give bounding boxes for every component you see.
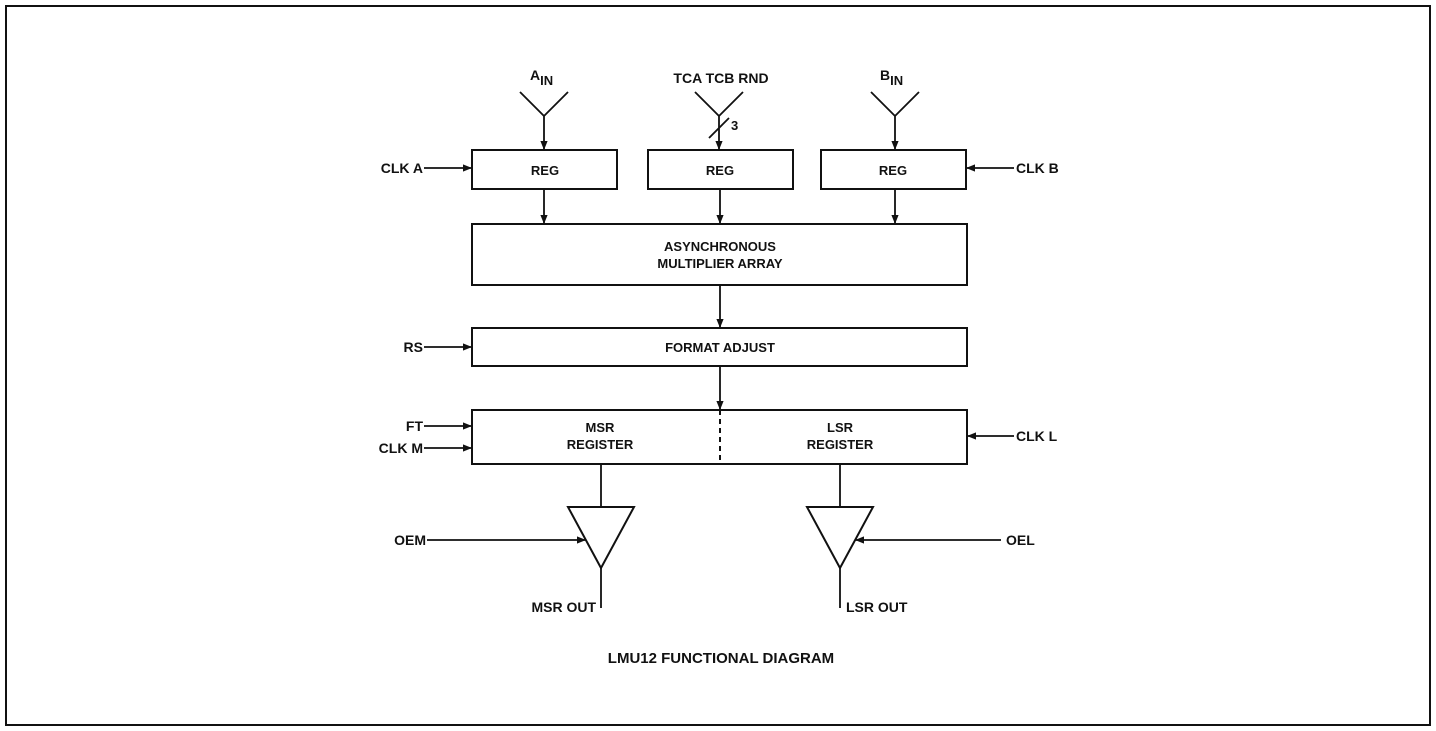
oem-label: OEM (394, 532, 426, 548)
control-inputs-label: TCA TCB RND (673, 70, 768, 86)
rs-label: RS (404, 339, 423, 355)
lsr-register-line2: REGISTER (807, 437, 874, 452)
multiplier-array-line2: MULTIPLIER ARRAY (657, 256, 783, 271)
multiplier-array-box (471, 223, 968, 286)
reg-b-label: REG (879, 163, 907, 178)
reg-a-box (471, 149, 618, 190)
clk-m-label: CLK M (379, 440, 423, 456)
b-in-label: BIN (880, 67, 903, 88)
clk-b-label: CLK B (1016, 160, 1059, 176)
ft-label: FT (406, 418, 424, 434)
b-in-bus (870, 91, 920, 150)
a-in-bus (519, 91, 569, 150)
clk-a-label: CLK A (381, 160, 423, 176)
oel-label: OEL (1006, 532, 1035, 548)
msr-out-label: MSR OUT (531, 599, 596, 615)
reg-control-label: REG (706, 163, 734, 178)
reg-a-label: REG (531, 163, 559, 178)
msr-register-line2: REGISTER (567, 437, 634, 452)
a-in-label: AIN (530, 67, 553, 88)
diagram-caption: LMU12 FUNCTIONAL DIAGRAM (608, 650, 834, 667)
format-adjust-box (471, 327, 968, 367)
page-border (5, 5, 1431, 726)
format-adjust-label: FORMAT ADJUST (665, 340, 775, 355)
clk-l-label: CLK L (1016, 428, 1058, 444)
lsr-output-buffer (805, 506, 875, 571)
msr-output-buffer (566, 506, 636, 571)
msr-register-line1: MSR (586, 420, 616, 435)
lsr-register-line1: LSR (827, 420, 854, 435)
control-bus (694, 91, 744, 150)
lsr-out-label: LSR OUT (846, 599, 908, 615)
multiplier-array-line1: ASYNCHRONOUS (664, 239, 776, 254)
bus-width-label: 3 (731, 118, 738, 133)
